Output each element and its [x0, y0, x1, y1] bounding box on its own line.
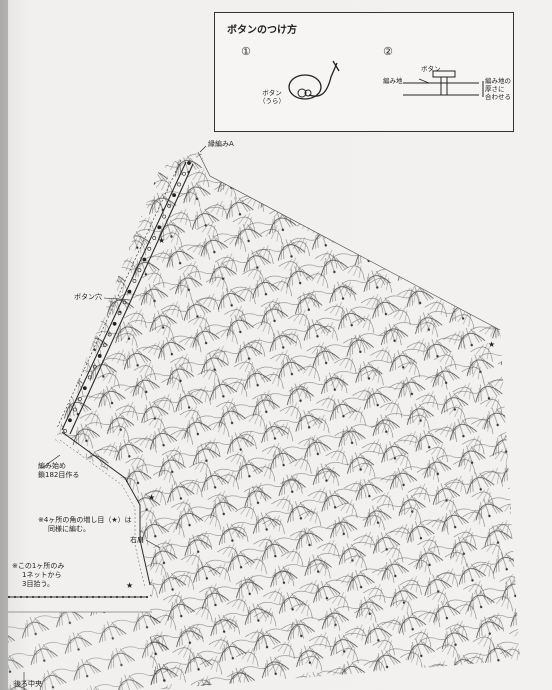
button-back-illustration: [288, 60, 340, 100]
edge-stitch-mark: [142, 257, 147, 262]
edge-stitch-mark: [82, 386, 87, 391]
button-back-label-line1: ボタン: [262, 89, 282, 97]
thickness-line2: 厚さに: [485, 85, 505, 93]
edge-stitch-mark: [137, 268, 142, 273]
edge-stitch-mark: [68, 418, 72, 423]
pickup-note: ※この1ヶ所のみ 1ネットから 3目拾う。: [12, 562, 64, 589]
corner-note-line2: 同様に編む。: [48, 525, 90, 533]
fabric-label: 編み地: [383, 77, 403, 85]
edge-stitch-mark: [107, 332, 112, 337]
edge-stitch-mark: [73, 407, 77, 412]
star-marker: ★: [488, 340, 495, 349]
step-1-marker: ①: [241, 45, 251, 58]
pickup-note-line3: 3目拾う。: [22, 580, 55, 588]
thickness-line3: 合わせる: [485, 93, 511, 101]
edge-stitch-mark: [147, 246, 152, 251]
edge-stitch-mark: [87, 375, 92, 380]
edge-stitch-mark: [167, 203, 172, 208]
edge-stitch-mark: [182, 171, 186, 176]
edge-stitch-mark: [177, 182, 181, 187]
pickup-note-line1: ※この1ヶ所のみ: [12, 562, 65, 570]
front-edge-band: [56, 159, 194, 435]
button-label: ボタン: [421, 65, 441, 73]
edge-stitch-mark: [92, 364, 97, 369]
edge-stitch-mark: [172, 193, 177, 198]
button-attach-instructions-box: ボタンのつけ方 ① ② ボタン （うら） ボタン 編み地 編み地の 厚さに 合わ…: [214, 12, 514, 132]
star-marker: ★: [158, 236, 165, 245]
book-spine-shadow: [0, 0, 8, 690]
edge-stitch-mark: [63, 429, 67, 433]
button-back-label: ボタン （うら）: [259, 89, 285, 105]
back-band: [8, 593, 168, 690]
starting-note-line2: 鎖182目作る: [38, 471, 80, 479]
edge-stitch-mark: [152, 236, 157, 240]
thickness-line1: 編み地の: [485, 77, 511, 85]
edge-stitch-mark: [132, 279, 137, 283]
edge-stitch-mark: [127, 289, 132, 294]
edge-stitch-mark: [117, 311, 122, 315]
edge-stitch-mark: [187, 161, 191, 165]
top-edge-line: [197, 151, 501, 331]
star-marker: ★: [148, 493, 155, 502]
buttonhole-markers: [63, 161, 191, 433]
edge-stitch-mark: [97, 354, 102, 358]
box-title: ボタンのつけ方: [227, 25, 297, 36]
button-shank-illustration: [403, 70, 484, 97]
neck-edge-line: [61, 431, 151, 586]
edge-stitch-mark: [122, 300, 127, 305]
edge-stitch-mark: [77, 396, 82, 401]
star-marker: ★: [126, 581, 133, 590]
edge-stitch-mark: [162, 214, 167, 219]
starting-note: 編み始め 鎖182目作る: [38, 462, 79, 480]
edge-stitch-mark: [102, 343, 107, 348]
right-shoulder-label: 右肩: [130, 536, 144, 544]
edge-stitch-mark: [112, 321, 117, 326]
corner-increase-note: ※4ヶ所の角の増し目（★）は 同様に編む。: [38, 516, 132, 534]
thickness-note: 編み地の 厚さに 合わせる: [485, 77, 511, 101]
edge-pattern-a-label: 縁編みA: [208, 140, 234, 148]
edge-stitch-mark: [157, 225, 162, 230]
corner-note-line1: ※4ヶ所の角の増し目（★）は: [38, 516, 132, 524]
starting-note-line1: 編み始め: [38, 462, 66, 470]
step-2-marker: ②: [383, 45, 393, 58]
pickup-note-line2: 1ネットから: [22, 571, 62, 579]
back-center-label: 後ろ中央: [14, 680, 42, 688]
button-back-label-line2: （うら）: [259, 97, 285, 105]
buttonhole-label: ボタン穴: [74, 293, 102, 301]
